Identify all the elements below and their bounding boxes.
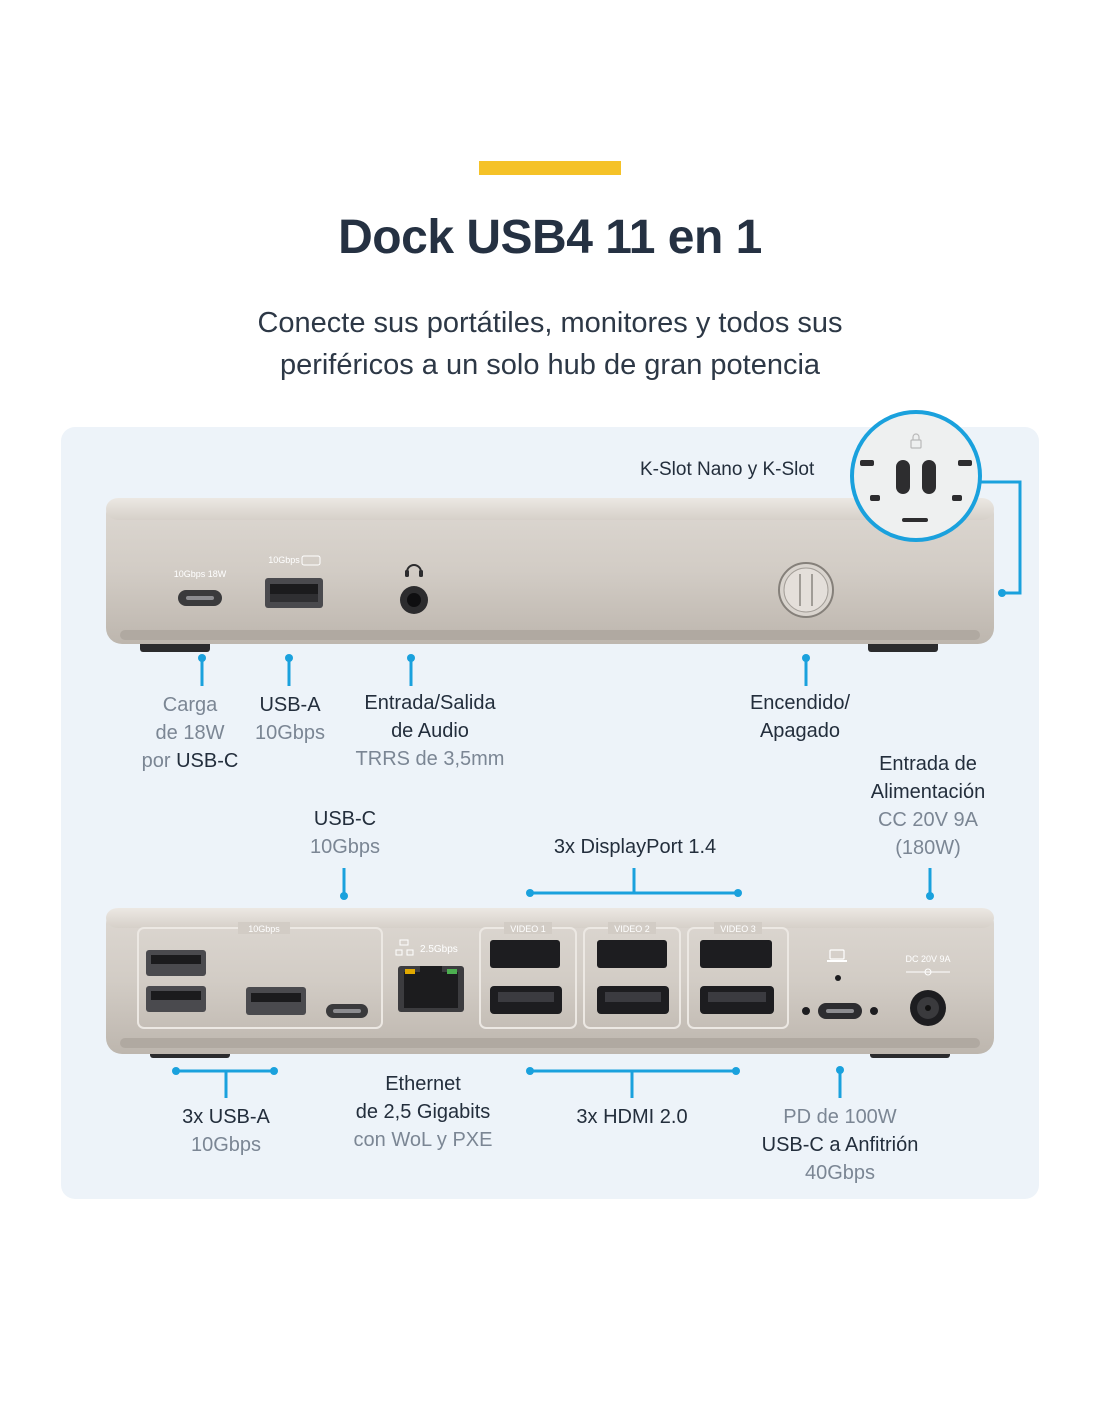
power-line-2: Apagado — [759, 720, 841, 742]
rear-usbc-port — [326, 1004, 368, 1018]
charge-line-2: de 18W — [155, 722, 225, 744]
host-line-2: USB-C a Anfitrión — [761, 1134, 919, 1156]
power-in-line-1: Entrada de — [879, 753, 977, 775]
rear-host-usbc-port — [818, 1003, 862, 1019]
front-power-button — [778, 562, 834, 618]
rear-usb-group-label: 10Gbps — [248, 924, 280, 934]
callout-rear-host: PD de 100W USB-C a Anfitrión 40Gbps — [740, 1103, 940, 1187]
rear-ethernet-label: 2.5Gbps — [420, 944, 458, 955]
rear-usbc-speed: 10Gbps — [309, 836, 381, 858]
rear-usbc-title: USB-C — [313, 808, 377, 830]
host-line-1: PD de 100W — [783, 1106, 897, 1128]
rear-ethernet-port — [398, 966, 464, 1012]
callout-front-usba: USB-A 10Gbps — [240, 691, 340, 747]
ss10-icon — [301, 555, 321, 566]
accent-bar — [479, 161, 621, 175]
power-in-line-2: Alimentación — [870, 781, 986, 803]
rear-usba-port-1 — [146, 950, 206, 976]
kslot-label: K-Slot Nano y K-Slot — [640, 459, 815, 480]
callout-rear-hdmi: 3x HDMI 2.0 — [576, 1106, 688, 1128]
power-in-line-3: CC 20V 9A — [877, 809, 979, 831]
rear-video-2 — [583, 922, 681, 1029]
callout-rear-usbc: USB-C 10Gbps — [290, 805, 400, 861]
rear-dock: 10Gbps 2.5Gbps VIDEO 1 — [106, 908, 994, 1058]
callout-rear-ethernet: Ethernet de 2,5 Gigabits con WoL y PXE — [330, 1070, 516, 1154]
front-usba-title: USB-A — [259, 694, 321, 716]
audio-detail: TRRS de 3,5mm — [355, 748, 505, 770]
laptop-icon — [827, 949, 847, 962]
audio-title-1: Entrada/Salida — [364, 692, 496, 714]
rear-dc-label: DC 20V 9A — [905, 954, 950, 964]
rear-video-1 — [479, 922, 577, 1029]
rear-video-2-label: VIDEO 2 — [614, 924, 650, 934]
front-usba-port — [265, 578, 323, 608]
headset-icon — [405, 564, 423, 577]
subtitle-line-2: periféricos a un solo hub de gran potenc… — [279, 349, 821, 381]
page-title: Dock USB4 11 en 1 — [338, 211, 762, 264]
callout-rear-usba: 3x USB-A 10Gbps — [166, 1103, 286, 1159]
rear-bottom-edge — [120, 1038, 980, 1048]
front-audio-jack — [400, 586, 428, 614]
callout-rear-displayport: 3x DisplayPort 1.4 — [553, 836, 717, 858]
callout-rear-power-in: Entrada de Alimentación CC 20V 9A (180W) — [850, 750, 1006, 862]
ethernet-line-1: Ethernet — [385, 1073, 461, 1095]
front-usbc-port-label: 10Gbps 18W — [174, 569, 227, 579]
front-dock: 10Gbps 18W 10Gbps — [106, 498, 994, 652]
rear-usba-title: 3x USB-A — [182, 1106, 270, 1128]
rear-usba-speed: 10Gbps — [190, 1134, 262, 1156]
kslot-nano — [896, 460, 910, 494]
rear-video-3-label: VIDEO 3 — [720, 924, 756, 934]
callout-lines — [172, 480, 1022, 1098]
callout-front-charge: Carga de 18W por USB-C — [130, 691, 250, 775]
front-usba-port-label: 10Gbps — [268, 555, 300, 565]
rear-usba-port-3 — [246, 987, 306, 1015]
charge-line-3a: por — [141, 750, 177, 772]
ethernet-line-3: con WoL y PXE — [353, 1129, 493, 1151]
rear-video-1-label: VIDEO 1 — [510, 924, 546, 934]
power-in-line-4: (180W) — [895, 837, 961, 859]
host-line-3: 40Gbps — [804, 1162, 876, 1184]
front-bottom-edge — [120, 630, 980, 640]
front-usbc-port — [178, 590, 222, 606]
kslot-standard — [922, 460, 936, 494]
ethernet-line-2: de 2,5 Gigabits — [355, 1101, 491, 1123]
rear-video-3 — [687, 922, 789, 1029]
front-body — [106, 498, 994, 644]
rear-usba-port-2 — [146, 986, 206, 1012]
power-line-1: Encendido/ — [749, 692, 851, 714]
page-subtitle: Conecte sus portátiles, monitores y todo… — [0, 302, 1100, 386]
host-led — [835, 975, 841, 981]
subtitle-line-1: Conecte sus portátiles, monitores y todo… — [257, 307, 843, 339]
network-icon — [395, 939, 414, 956]
rear-dc-jack — [910, 990, 946, 1026]
kslot-zoom — [850, 410, 982, 542]
audio-title-2: de Audio — [391, 720, 469, 742]
rear-top-edge — [106, 908, 994, 928]
callout-front-audio: Entrada/Salida de Audio TRRS de 3,5mm — [340, 689, 520, 773]
dc-polarity-icon — [906, 968, 950, 976]
charge-line-1: Carga — [162, 694, 218, 716]
lock-icon — [910, 433, 922, 449]
charge-line-3b: USB-C — [176, 750, 239, 772]
front-top-edge — [106, 498, 994, 520]
callout-front-power: Encendido/ Apagado — [730, 689, 870, 745]
front-usba-speed: 10Gbps — [254, 722, 326, 744]
